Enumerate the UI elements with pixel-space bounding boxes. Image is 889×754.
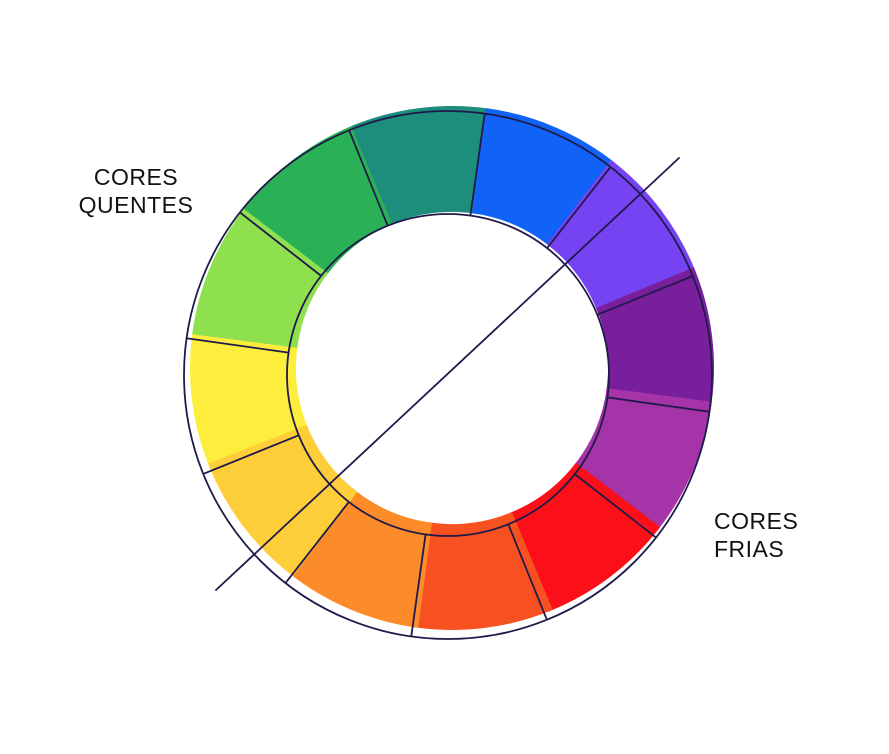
cool-label-line-1: CORES <box>714 508 799 534</box>
cool-colors-label: CORES FRIAS <box>714 507 798 563</box>
warm-label-line-1: CORES <box>93 164 179 190</box>
wheel-segment-blue <box>472 108 616 247</box>
wheel-outline <box>183 110 713 640</box>
wheel-segment-teal <box>351 106 492 224</box>
wheel-segment-yellow-green <box>192 204 331 348</box>
segment-divider-line <box>348 129 389 227</box>
wheel-segment-red-orange <box>412 512 553 630</box>
segment-divider-line <box>410 534 427 637</box>
wheel-segment-red-violet <box>573 388 712 532</box>
inner-ring-outline <box>286 213 610 537</box>
wheel-segment-red <box>508 462 661 612</box>
segment-divider-line <box>546 166 612 249</box>
segment-divider-line <box>202 434 300 475</box>
segment-divider-line <box>596 275 694 316</box>
segment-divider-line <box>607 396 710 413</box>
warm-label-line-2: QUENTES <box>78 192 194 218</box>
wheel-segment-yellow <box>190 328 308 469</box>
wheel-segment-blue-violet <box>546 159 696 312</box>
wheel-segment-green <box>243 124 396 274</box>
wheel-segment-violet <box>596 267 714 408</box>
segment-fills <box>190 106 714 630</box>
segment-divider-line <box>284 501 350 584</box>
outer-ring-outline <box>183 110 713 640</box>
segment-divider-line <box>507 523 548 621</box>
segment-divider-line <box>239 211 322 277</box>
cool-label-line-2: FRIAS <box>714 536 785 562</box>
warm-colors-label: CORES QUENTES <box>78 163 194 219</box>
segment-divider-line <box>186 337 289 354</box>
segment-divider-line <box>469 113 486 216</box>
wheel-segment-orange <box>288 489 432 628</box>
segment-divider-line <box>574 473 657 539</box>
warm-cool-divider-line <box>215 157 680 591</box>
